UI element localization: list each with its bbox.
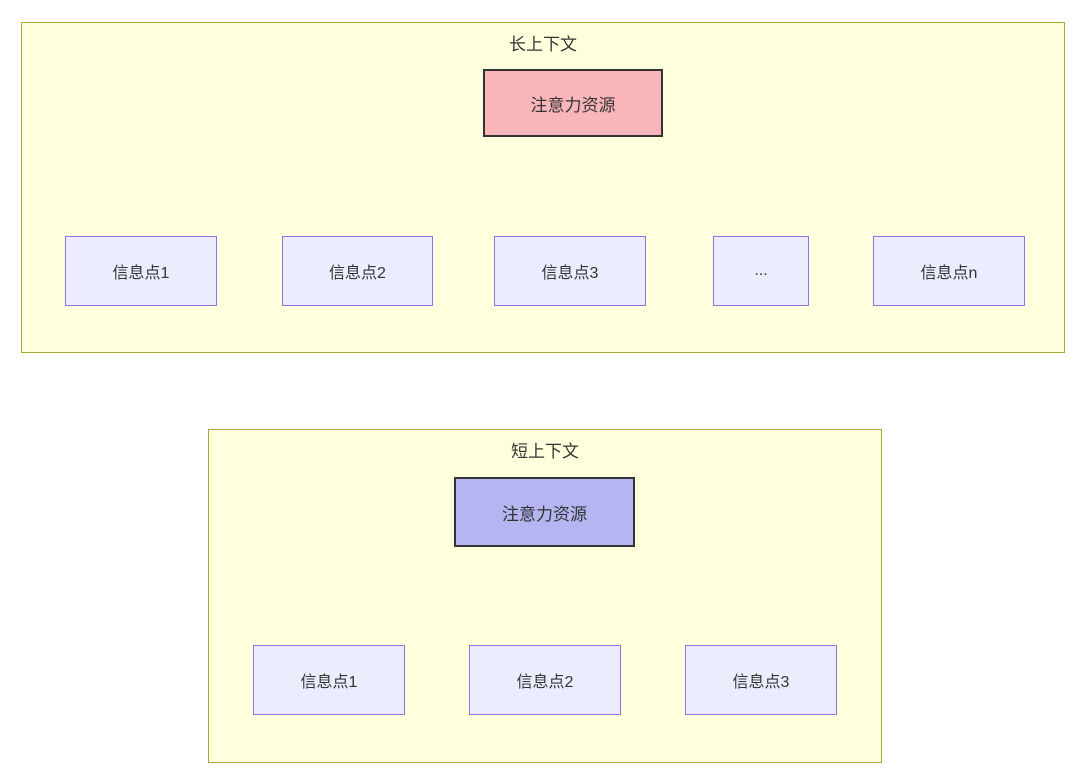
info-node-short-3: 信息点3 bbox=[685, 645, 837, 715]
attention-resource-label-long: 注意力资源 bbox=[530, 95, 616, 115]
info-node-long-2: 信息点2 bbox=[282, 236, 433, 306]
short-context-title: 短上下文 bbox=[511, 442, 579, 461]
info-node-label: 信息点2 bbox=[516, 674, 574, 691]
info-node-long-ellipsis: ... bbox=[713, 236, 809, 306]
info-node-long-3: 信息点3 bbox=[494, 236, 646, 306]
info-node-short-2: 信息点2 bbox=[469, 645, 621, 715]
info-node-short-1: 信息点1 bbox=[253, 645, 405, 715]
info-node-label: 信息点1 bbox=[300, 674, 358, 691]
attention-resource-node-short: 注意力资源 bbox=[454, 477, 635, 547]
info-node-long-n: 信息点n bbox=[873, 236, 1025, 306]
info-node-label: 信息点n bbox=[920, 265, 978, 282]
info-node-label: ... bbox=[754, 262, 768, 279]
attention-resource-label-short: 注意力资源 bbox=[502, 504, 587, 524]
attention-resource-node-long: 注意力资源 bbox=[483, 69, 663, 137]
info-node-long-1: 信息点1 bbox=[65, 236, 217, 306]
info-node-label: 信息点3 bbox=[541, 265, 599, 282]
long-context-title: 长上下文 bbox=[509, 35, 577, 54]
info-node-label: 信息点2 bbox=[329, 265, 386, 282]
info-node-label: 信息点1 bbox=[112, 265, 170, 282]
info-node-label: 信息点3 bbox=[732, 674, 790, 691]
